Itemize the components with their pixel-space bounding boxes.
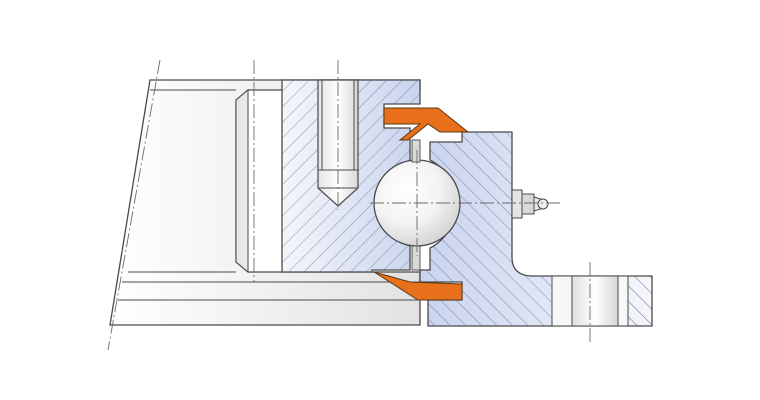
spacer-pins [411, 139, 421, 271]
upper-seal [383, 107, 470, 141]
lower-seal [373, 271, 463, 301]
center-lines [107, 59, 591, 351]
grease-nipple [511, 189, 549, 219]
